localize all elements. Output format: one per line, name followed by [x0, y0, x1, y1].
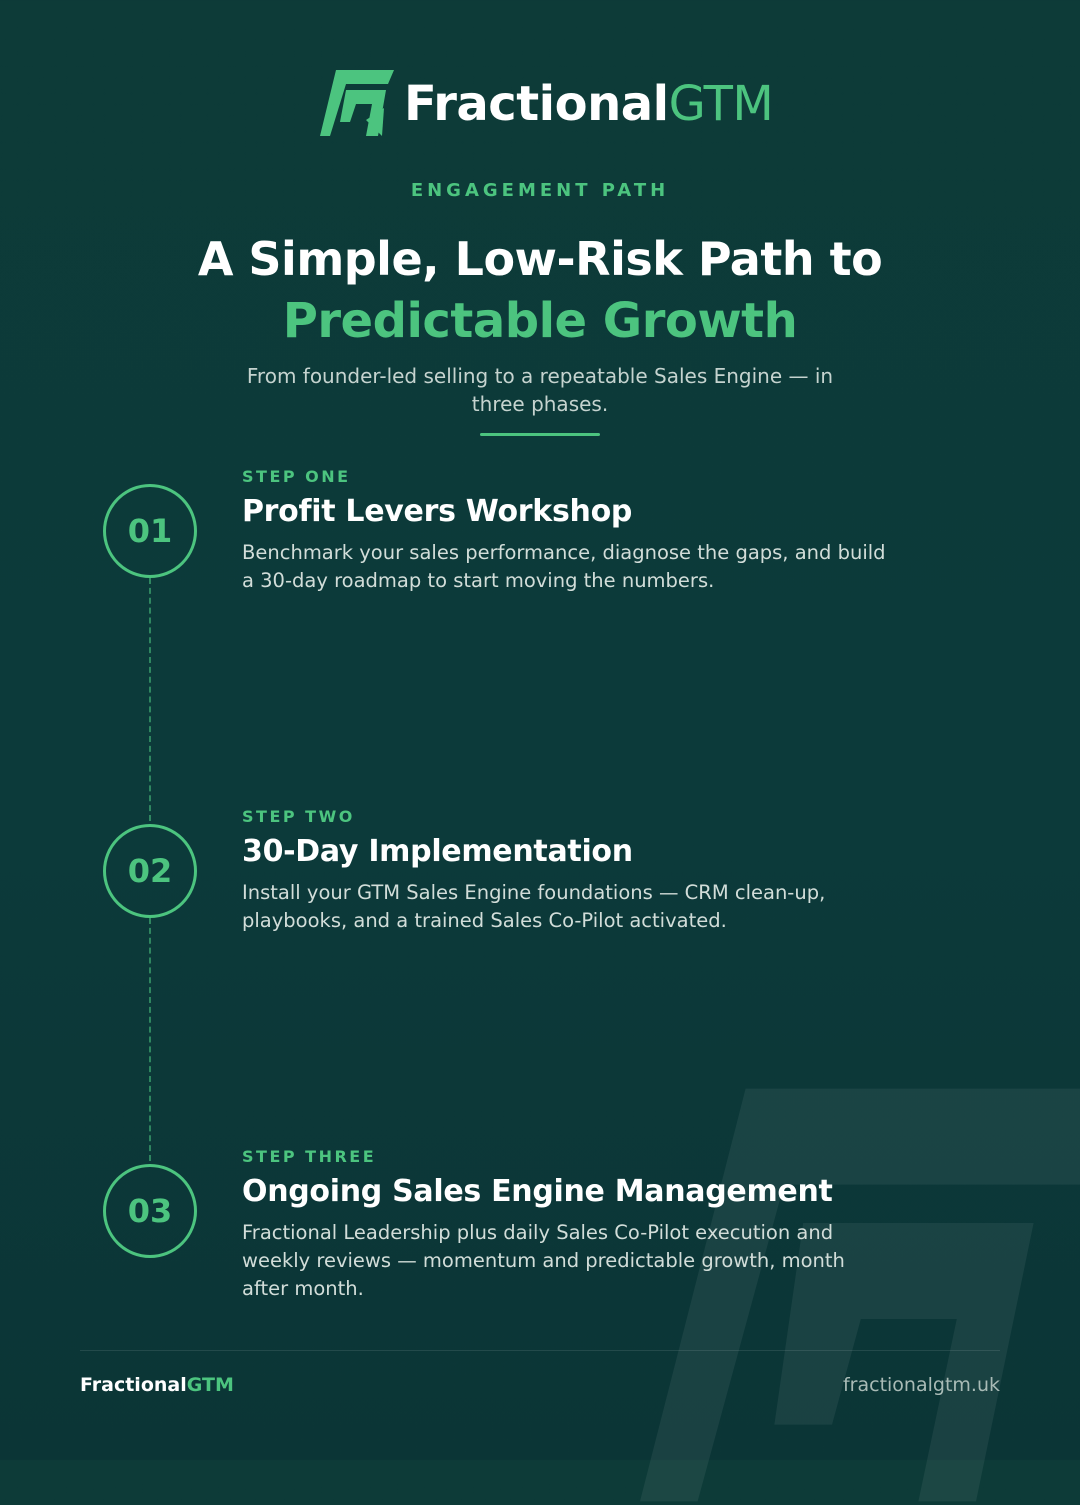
footer-divider — [80, 1350, 1000, 1351]
step-title: Profit Levers Workshop — [242, 494, 633, 529]
timeline-connector-1 — [149, 578, 151, 821]
step-label: STEP TWO — [242, 807, 355, 826]
brand-wordmark: FractionalGTM — [404, 74, 774, 134]
step-card-1: STEP ONE Profit Levers Workshop Benchmar… — [242, 467, 892, 595]
footer-brand-main: Fractional — [80, 1374, 187, 1396]
eyebrow-label: ENGAGEMENT PATH — [410, 180, 670, 201]
step-description: Fractional Leadership plus daily Sales C… — [242, 1221, 845, 1300]
header: FractionalGTM — [0, 66, 1080, 142]
step-number-badge: 02 — [103, 824, 197, 918]
brand-name-accent: GTM — [668, 76, 774, 132]
step-number-badge: 01 — [103, 484, 197, 578]
footer-website-link[interactable]: fractionalgtm.uk — [842, 1374, 1000, 1396]
step-title: Ongoing Sales Engine Management — [242, 1174, 833, 1209]
title-line-2: Predictable Growth — [282, 293, 798, 349]
footer-brand-accent: GTM — [186, 1374, 234, 1396]
title-line-1: A Simple, Low-Risk Path to — [197, 232, 883, 286]
step-title: 30-Day Implementation — [242, 834, 633, 869]
step-label: STEP ONE — [242, 467, 351, 486]
fg-monogram-icon — [320, 70, 394, 136]
subtitle: From founder-led selling to a repeatable… — [246, 364, 834, 416]
title-divider — [480, 433, 600, 436]
timeline-connector-2 — [149, 918, 151, 1161]
step-description: Install your GTM Sales Engine foundation… — [242, 881, 826, 932]
step-card-2: STEP TWO 30-Day Implementation Install y… — [242, 807, 892, 935]
step-description: Benchmark your sales performance, diagno… — [242, 541, 886, 592]
brand-name-main: Fractional — [404, 76, 669, 132]
step-label: STEP THREE — [242, 1147, 377, 1166]
footer-brand: FractionalGTM — [80, 1372, 234, 1398]
page-title: A Simple, Low-Risk Path to Predictable G… — [0, 228, 1080, 352]
step-card-3: STEP THREE Ongoing Sales Engine Manageme… — [242, 1147, 892, 1303]
step-number-badge: 03 — [103, 1164, 197, 1258]
